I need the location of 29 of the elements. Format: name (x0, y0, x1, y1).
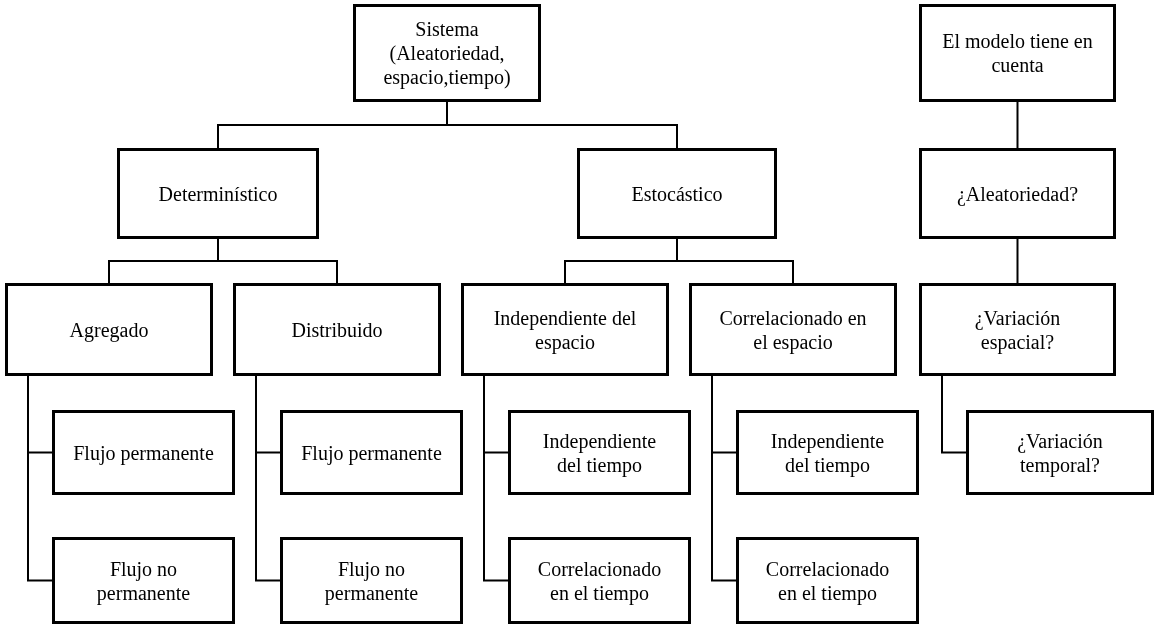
process-box: Sistema (Aleatoriedad, espacio,tiempo) (353, 4, 541, 102)
process-box: Correlacionado en el espacio (689, 283, 897, 376)
process-box: Agregado (5, 283, 213, 376)
process-box: Independiente del espacio (461, 283, 669, 376)
process-box: Flujo no permanente (52, 537, 235, 624)
connector-line (255, 375, 281, 582)
connector-line (941, 375, 967, 454)
connector-line (483, 375, 509, 582)
process-box: Flujo permanente (52, 410, 235, 495)
connector-line (676, 238, 794, 284)
process-box: Flujo no permanente (280, 537, 463, 624)
process-box: Distribuido (233, 283, 441, 376)
process-box: ¿Aleatoriedad? (919, 148, 1116, 239)
process-box: Estocástico (577, 148, 777, 239)
process-box: El modelo tiene en cuenta (919, 4, 1116, 102)
process-box: Independiente del tiempo (508, 410, 691, 495)
process-box: Determinístico (117, 148, 319, 239)
process-box: ¿Variación espacial? (919, 283, 1116, 376)
process-box: ¿Variación temporal? (966, 410, 1154, 495)
connector-line (446, 101, 678, 149)
process-box: Flujo permanente (280, 410, 463, 495)
connector-line (1016, 101, 1019, 149)
connector-line (711, 375, 737, 582)
process-box: Correlacionado en el tiempo (736, 537, 919, 624)
process-box: Independiente del tiempo (736, 410, 919, 495)
connector-line (1016, 238, 1019, 284)
process-box: Correlacionado en el tiempo (508, 537, 691, 624)
connector-line (27, 375, 53, 582)
connector-line (217, 238, 338, 284)
